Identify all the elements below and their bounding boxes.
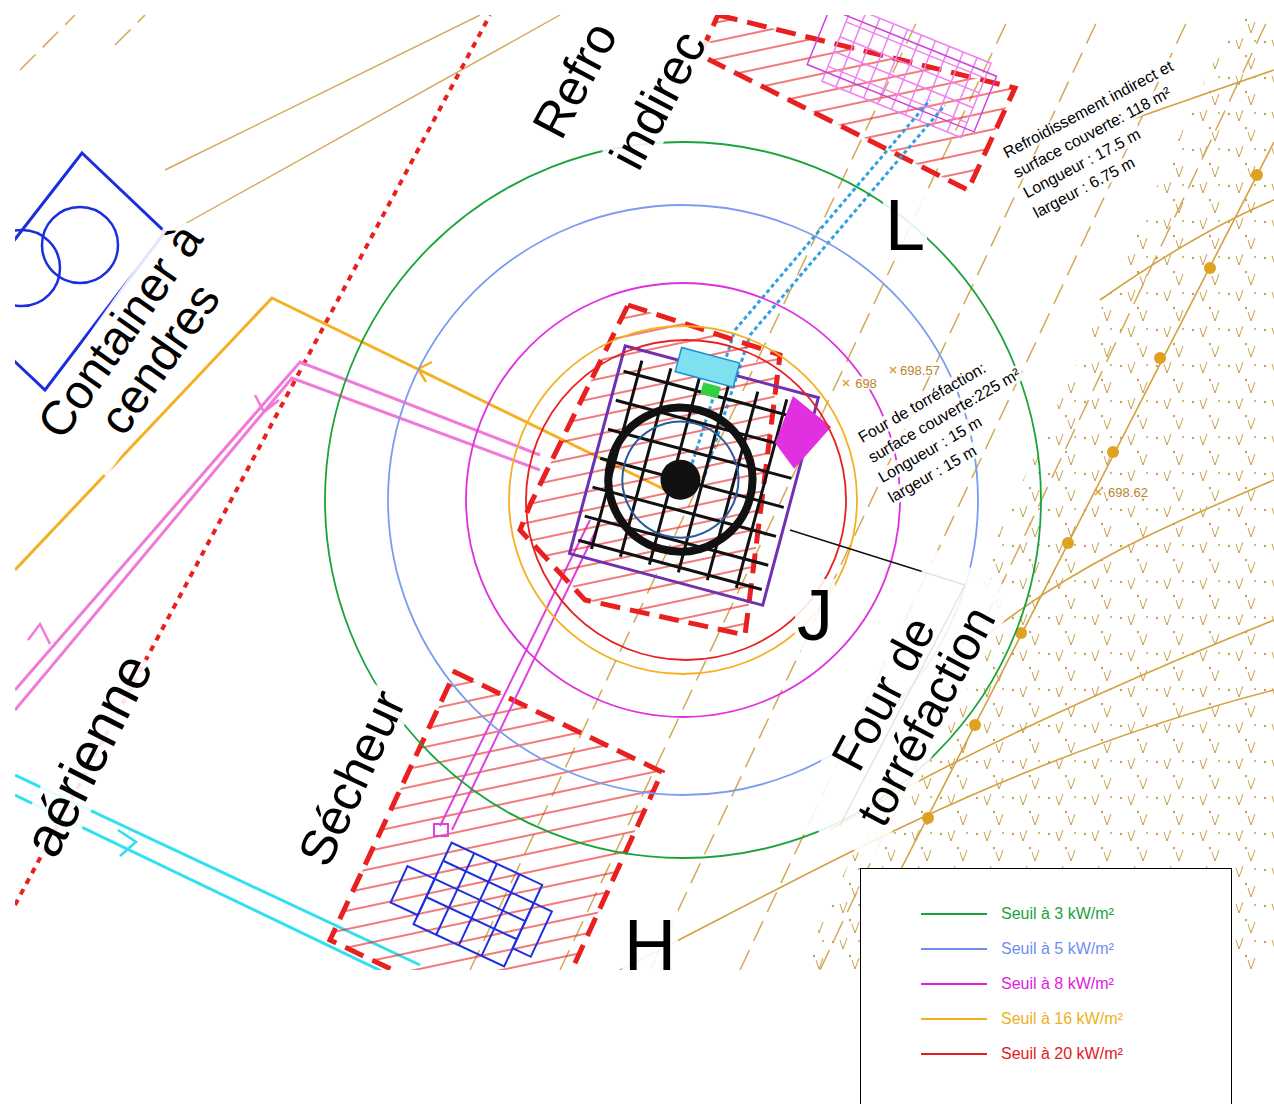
zone-letter: J <box>795 579 835 651</box>
dryer-part <box>391 866 435 915</box>
contour-dots <box>922 169 1263 824</box>
flux-circle-8 <box>466 283 900 717</box>
legend-swatch <box>921 1014 987 1024</box>
contour-line <box>1100 200 1274 300</box>
ground-line <box>165 15 560 235</box>
spot-mark <box>1095 489 1101 495</box>
flux-circle-20 <box>526 340 846 660</box>
furnace-part <box>675 347 739 387</box>
legend-row: Seuil à 3 kW/m² <box>861 902 1231 926</box>
furnace-machine <box>570 333 842 610</box>
legend-row: Seuil à 8 kW/m² <box>861 972 1231 996</box>
legend-line <box>921 1018 987 1020</box>
dashed-ground-lines <box>20 15 1270 970</box>
flow-arrow <box>28 624 50 644</box>
furnace-drum <box>592 391 768 567</box>
legend-swatch <box>921 979 987 989</box>
legend-swatch <box>921 1049 987 1059</box>
cooler-grid <box>822 15 991 137</box>
ground-lines <box>165 15 560 235</box>
zone-name: aérienne <box>13 643 164 866</box>
spot-mark <box>843 380 849 386</box>
zone-name: Container à cendres <box>28 213 252 476</box>
contour-dot <box>1107 446 1119 458</box>
cooler-body <box>822 15 991 137</box>
legend-row: Seuil à 16 kW/m² <box>861 1007 1231 1031</box>
furnace-drum-inner <box>609 409 751 551</box>
contour-dot <box>1062 537 1074 549</box>
zone-letter: H <box>622 909 678 981</box>
contour-dot <box>969 719 981 731</box>
furnace-part <box>700 382 720 398</box>
flow-arrow <box>255 395 279 412</box>
contour-dot <box>1154 352 1166 364</box>
zone-letter: L <box>883 189 927 261</box>
furnace-frame <box>570 346 819 605</box>
spot-height: 698 <box>853 377 879 390</box>
zone-name: Sécheur <box>289 681 415 875</box>
container-bin <box>15 230 60 306</box>
legend-text: Seuil à 5 kW/m² <box>1001 940 1114 958</box>
dashed-line <box>20 15 75 70</box>
legend-text: Seuil à 8 kW/m² <box>1001 975 1114 993</box>
contour-line <box>880 142 1274 910</box>
spot-height: 698.62 <box>1106 486 1150 499</box>
spot-height: 698.57 <box>898 364 942 377</box>
contour-dot <box>922 812 934 824</box>
legend-line <box>921 983 987 985</box>
legend-swatch <box>921 944 987 954</box>
legend-row: Seuil à 20 kW/m² <box>861 1042 1231 1066</box>
contour-line <box>980 480 1274 640</box>
dryer-machine <box>386 830 560 970</box>
dashed-line <box>115 15 145 45</box>
furnace-structure <box>577 357 811 595</box>
legend-line <box>921 948 987 950</box>
contour-dot <box>1204 262 1216 274</box>
furnace-part <box>770 395 836 476</box>
zone-name: Refro <box>523 13 626 148</box>
legend-row: Seuil à 5 kW/m² <box>861 937 1231 961</box>
dryer-part <box>513 903 552 957</box>
legend-line <box>921 913 987 915</box>
legend-text: Seuil à 20 kW/m² <box>1001 1045 1123 1063</box>
legend-box: Seuil à 3 kW/m² Seuil à 5 kW/m² Seuil à 8 … <box>860 868 1232 1104</box>
dryer-body <box>414 843 543 967</box>
cooler-frame <box>807 15 996 132</box>
furnace-core <box>656 455 705 504</box>
legend-text: Seuil à 16 kW/m² <box>1001 1010 1123 1028</box>
dryer-frame <box>414 843 543 967</box>
legend-text: Seuil à 3 kW/m² <box>1001 905 1114 923</box>
flux-circle-16 <box>509 326 857 674</box>
legend-line <box>921 1053 987 1055</box>
cooler-machine <box>803 15 1000 141</box>
contour-dot <box>1251 169 1263 181</box>
flow-arrow <box>118 830 136 856</box>
spot-mark <box>890 367 896 373</box>
cooler-zone <box>700 15 1015 190</box>
legend-swatch <box>921 909 987 919</box>
map-area <box>15 15 1274 970</box>
